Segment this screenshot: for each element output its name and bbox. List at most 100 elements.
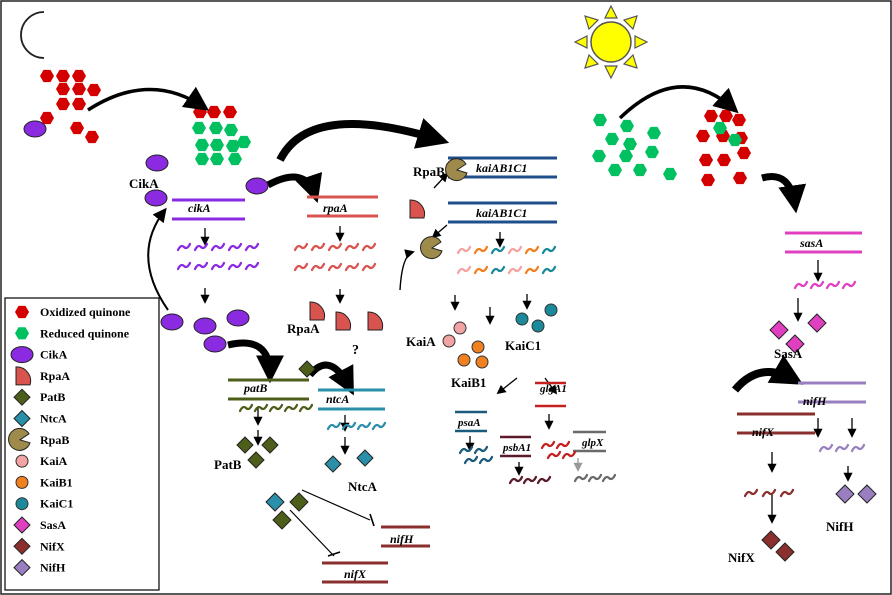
gene-nifh-left-label: nifH (390, 532, 414, 546)
mrna-kai-0-4 (524, 245, 540, 255)
cika-protein-2 (245, 177, 269, 195)
reduced-quinone-hex-d9 (633, 163, 647, 177)
mrna-kai-0-5 (541, 245, 557, 255)
oxidized-quinone-hex-0 (40, 69, 54, 83)
patb-complex-2 (272, 510, 292, 530)
mrna-kai-1-5 (541, 265, 557, 275)
mrna-rpaa-row2-0 (293, 262, 309, 272)
mrna-patb-1 (253, 403, 269, 413)
legend-box (4, 297, 160, 591)
reduced-quinone-hex-n1 (209, 121, 223, 135)
oxidized-quinone-hex-d2 (732, 113, 746, 127)
cika-protein-lower-3 (203, 335, 227, 353)
mrna-nifh-0 (818, 443, 834, 453)
cika-protein-1 (144, 189, 168, 207)
reduced-quinone-hex-d5 (592, 149, 606, 163)
mrna-rpaa-row2-2 (327, 262, 343, 272)
mrna-patb-0 (238, 403, 254, 413)
gene-glga1-label: glgA1 (539, 383, 567, 395)
reduced-quinone-hex-d0 (593, 113, 607, 127)
legend-nifh-icon (13, 558, 31, 577)
mrna-nifx-0 (743, 488, 759, 498)
kaic1-protein-2 (544, 303, 558, 317)
mrna-rpaa-row2-3 (344, 262, 360, 272)
legend-cika-icon (10, 346, 34, 364)
cika-protein-lower-0 (160, 313, 184, 331)
arrow-oxidation-night (87, 86, 210, 112)
legend-rpab-icon (8, 427, 31, 451)
nifh-protein-1 (857, 484, 877, 504)
mrna-kai-0-2 (490, 245, 506, 255)
reduced-quinone-hex-d7 (645, 145, 659, 159)
mrna-cika-row2-0 (176, 261, 192, 271)
cika-protein-lower-2 (226, 309, 250, 327)
moon-icon (20, 11, 45, 59)
oxidized-quinone-hex-n2 (223, 105, 237, 119)
mrna-nifx-1 (761, 488, 777, 498)
legend-rpaa-label: RpaA (40, 369, 70, 383)
gene-patb-label: patB (243, 381, 267, 395)
oxidized-quinone-hex-d3 (696, 129, 710, 143)
reduced-quinone-hex-n8 (210, 152, 224, 166)
inhibit-to-nifx (289, 509, 335, 557)
mrna-kai-1-0 (456, 265, 472, 275)
label-sasa: SasA (774, 346, 803, 361)
gene-cika-label: cikA (188, 201, 211, 215)
nifx-protein-0 (761, 530, 781, 550)
mrna-nifh-1 (834, 443, 850, 453)
mrna-kai-0-3 (507, 245, 523, 255)
kaib1-protein-0 (471, 340, 485, 354)
arrow-quinone-to-kai (276, 118, 450, 162)
sasa-protein-1 (785, 334, 805, 354)
nifh-protein-0 (835, 484, 855, 504)
gene-psaa-label: psaA (457, 417, 481, 429)
oxidized-quinone-hex-d9 (701, 173, 715, 187)
mrna-glpx-0 (573, 473, 589, 483)
mrna-cika-row1-2 (210, 242, 226, 252)
cika-bound-quinone (23, 120, 47, 138)
arrow-rpab-to-kai (433, 172, 449, 189)
patb-protein-2 (261, 436, 279, 454)
label-kaia: KaiA (406, 334, 436, 349)
kaia-protein-1 (442, 334, 456, 348)
arrow-to-sasa (761, 173, 807, 214)
nifx-protein-1 (775, 542, 795, 562)
patb-protein-1 (236, 436, 254, 454)
arrow-sasa-to-nif (731, 355, 804, 393)
mrna-cika-row2-2 (210, 261, 226, 271)
inhibit-to-nifh (301, 489, 371, 521)
legend-kaia-label: KaiA (40, 454, 68, 468)
reduced-quinone-hex-d1 (620, 119, 634, 133)
mrna-kai-1-3 (507, 265, 523, 275)
mrna-cika-row1-4 (244, 242, 260, 252)
label-ntca: NtcA (348, 479, 377, 494)
gene-sasa-label: sasA (799, 236, 823, 250)
label-kaic1: KaiC1 (505, 338, 541, 353)
reduced-quinone-hex-n4 (195, 138, 209, 152)
mrna-sasa-3 (841, 280, 857, 290)
legend-patb-label: PatB (40, 390, 65, 404)
mrna-psba1-1 (522, 475, 538, 485)
reduced-quinone-hex-dx0 (713, 121, 727, 135)
mrna-rpaa-row1-4 (361, 242, 377, 252)
mrna-kai-1-4 (524, 265, 540, 275)
oxidized-quinone-hex-6 (56, 97, 70, 111)
reduced-quinone-hex-dx1 (728, 133, 742, 147)
mrna-kai-0-1 (473, 245, 489, 255)
mrna-cika-row1-0 (176, 242, 192, 252)
gene-nifx-right-label: nifX (752, 425, 775, 439)
arrow-to-patb (227, 339, 284, 384)
mrna-cika-row1-3 (227, 242, 243, 252)
legend-oxidized-quinone-label: Oxidized quinone (40, 305, 131, 319)
gene-nifx-left-label: nifX (344, 567, 367, 581)
mrna-transcripts (176, 242, 866, 498)
mrna-nifx-2 (779, 488, 795, 498)
mrna-rpaa-row2-4 (361, 262, 377, 272)
gene-psba1-label: psbA1 (502, 442, 531, 454)
kaib1-protein-1 (457, 353, 471, 367)
mrna-kai-1-1 (473, 265, 489, 275)
mrna-psba1-0 (508, 475, 524, 485)
patb-protein-0 (298, 360, 316, 378)
oxidized-quinone-hex-5 (87, 83, 101, 97)
